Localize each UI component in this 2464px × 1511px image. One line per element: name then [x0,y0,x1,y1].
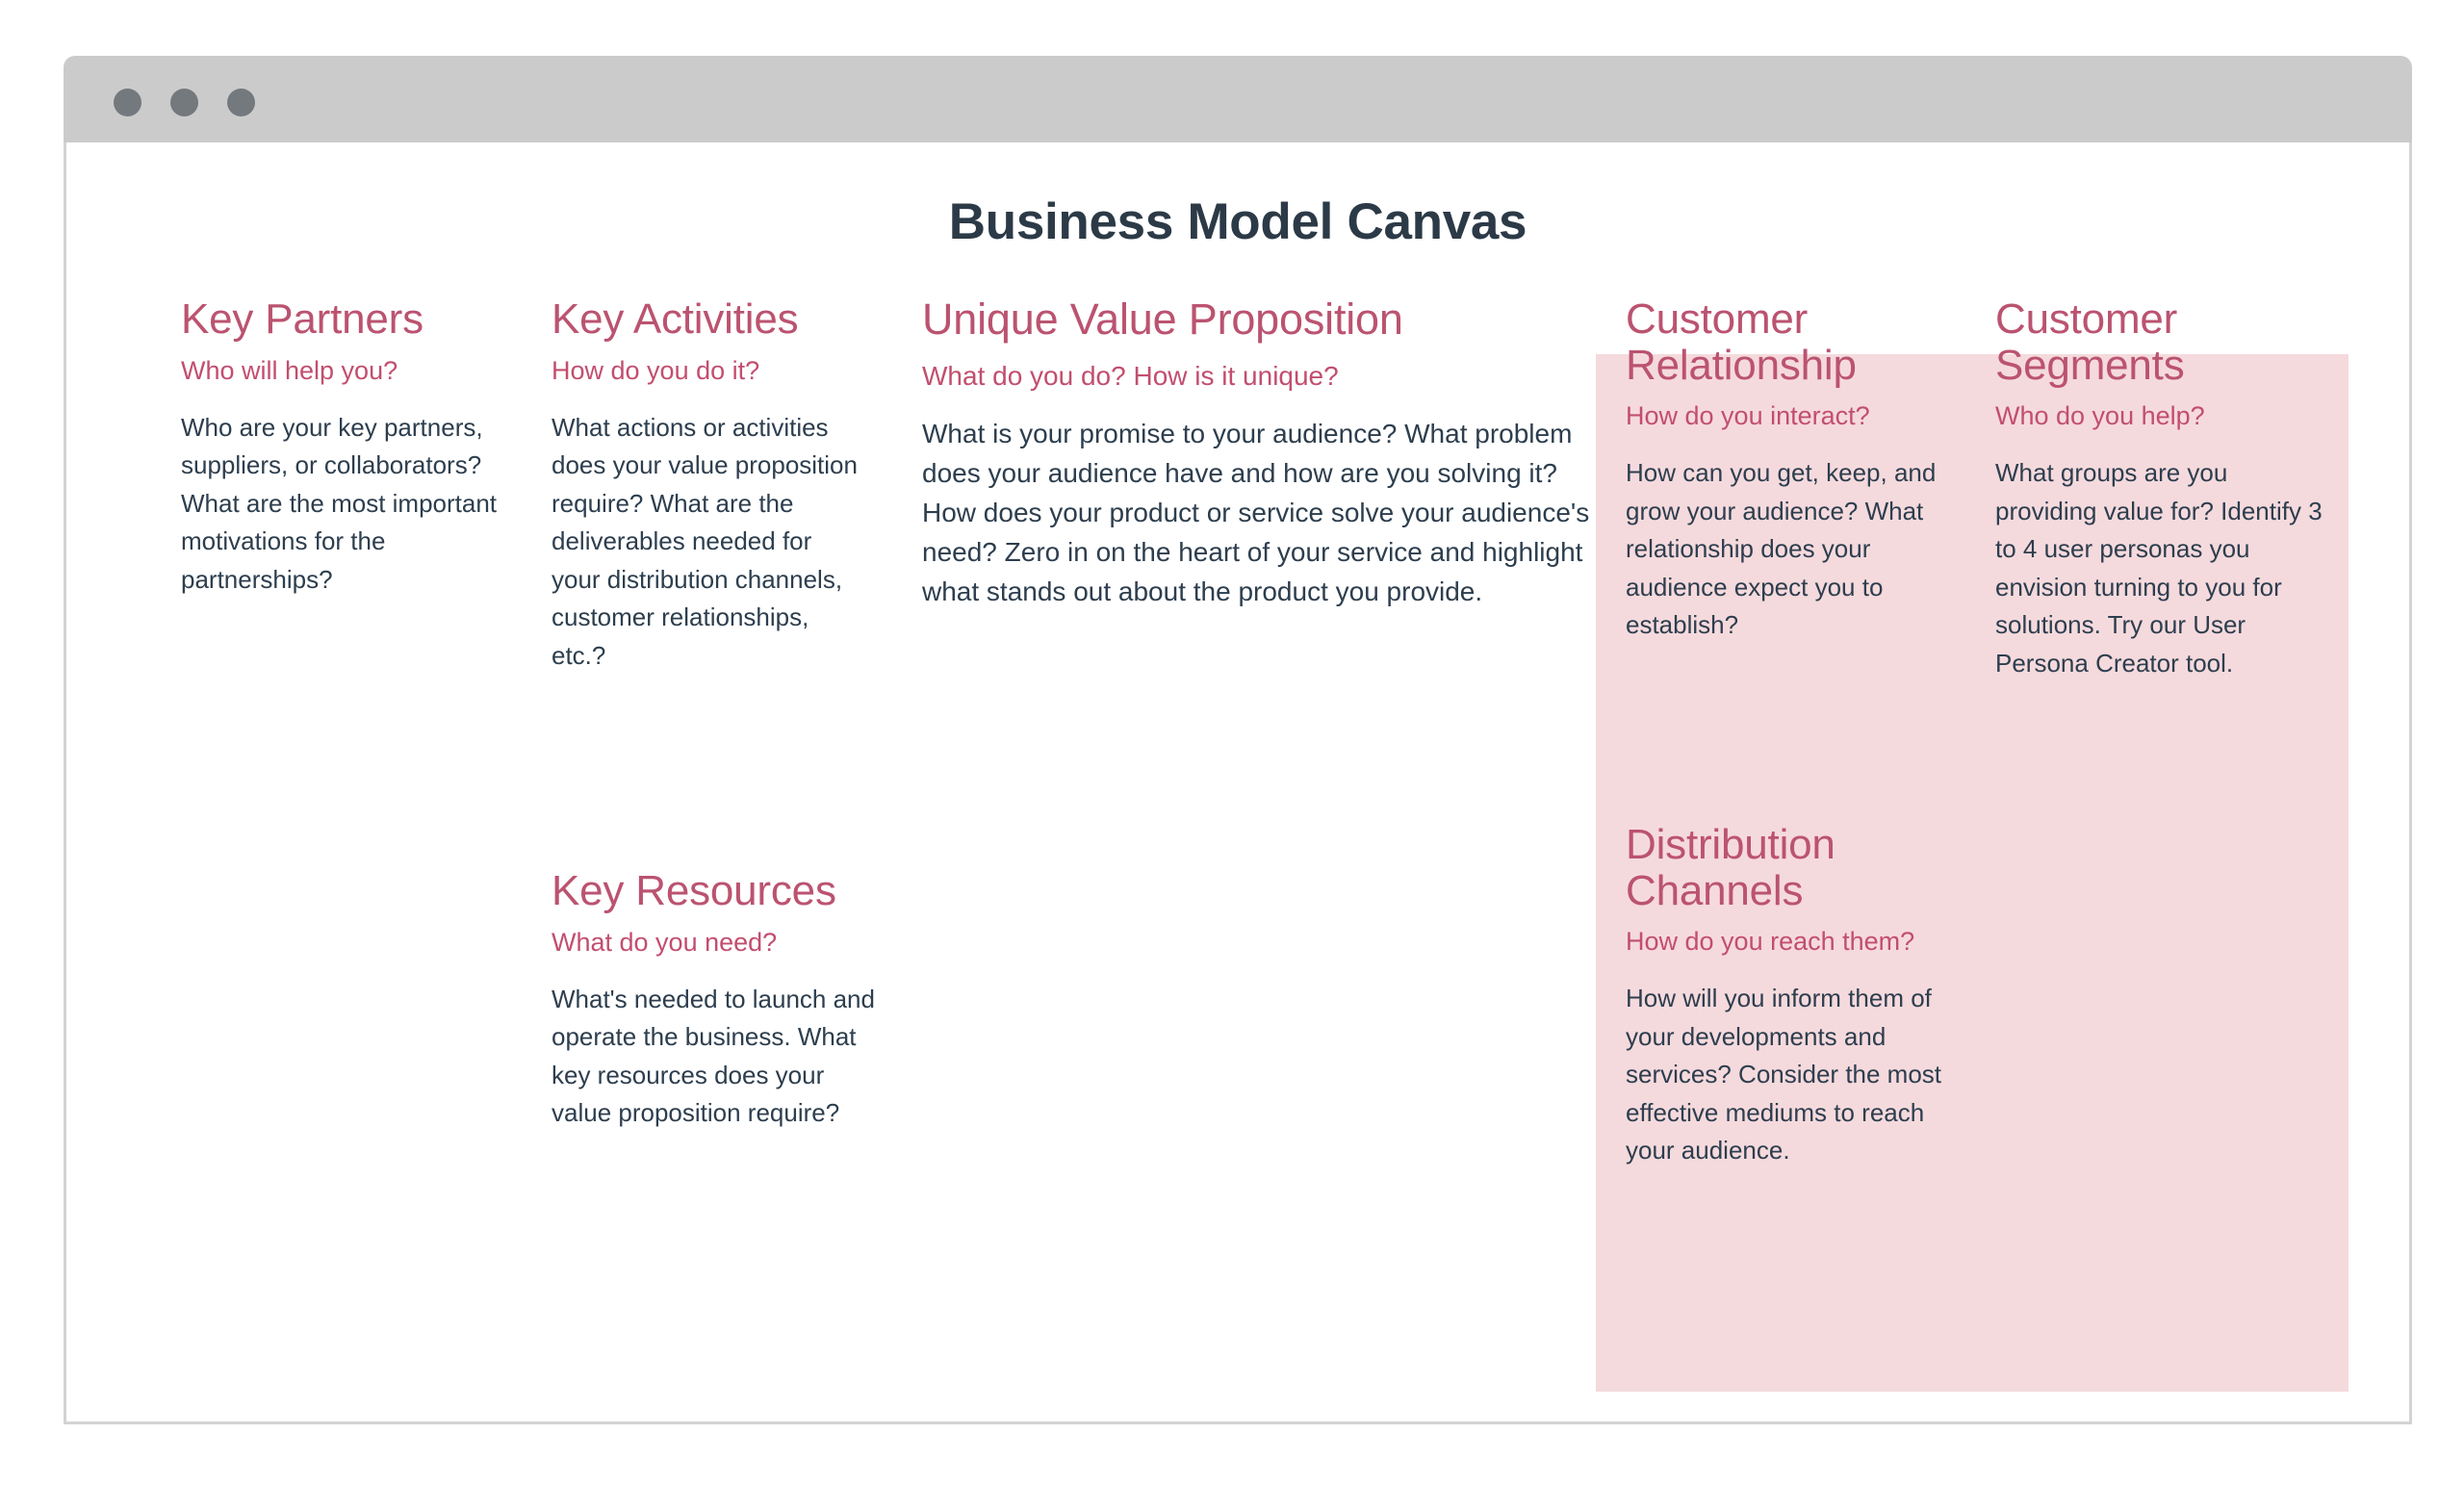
uvp-heading: Unique Value Proposition [922,295,1403,344]
key-resources-body: What's needed to launch and operate the … [552,984,875,1128]
close-dot-icon[interactable] [114,89,141,116]
distribution-channels-heading: Distribution Channels [1626,821,1835,914]
key-partners-body: Who are your key partners, suppliers, or… [181,412,498,594]
maximize-dot-icon[interactable] [227,89,255,116]
customer-segments-heading: Customer Segments [1995,295,2185,389]
customer-relationship-body: How can you get, keep, and grow your aud… [1626,458,1937,640]
customer-segments-subtitle: Who do you help? [1995,401,2205,431]
customer-segments-body: What groups are you providing value for?… [1995,458,2323,678]
distribution-channels-body: How will you inform them of your develop… [1626,984,1942,1165]
block-key-activities[interactable]: Key Activities How do you do it? What ac… [552,296,864,675]
browser-window: Business Model Canvas Key Partners Who w… [64,56,2412,1424]
block-unique-value-proposition[interactable]: Unique Value Proposition What do you do?… [922,295,1615,611]
block-customer-relationship[interactable]: Customer Relationship How do you interac… [1626,296,1958,645]
page-title: Business Model Canvas [948,193,1527,250]
key-activities-heading: Key Activities [552,295,799,343]
key-resources-subtitle: What do you need? [552,927,778,957]
window-traffic-lights [114,89,255,116]
customer-relationship-subtitle: How do you interact? [1626,401,1870,431]
canvas-viewport: Business Model Canvas Key Partners Who w… [64,142,2412,1424]
block-customer-segments[interactable]: Customer Segments Who do you help? What … [1995,296,2323,682]
block-distribution-channels[interactable]: Distribution Channels How do you reach t… [1626,822,1943,1170]
minimize-dot-icon[interactable] [170,89,198,116]
customer-relationship-heading: Customer Relationship [1626,295,1857,389]
distribution-channels-subtitle: How do you reach them? [1626,927,1915,957]
window-titlebar [64,56,2412,142]
key-partners-heading: Key Partners [181,295,424,343]
block-key-resources[interactable]: Key Resources What do you need? What's n… [552,868,879,1133]
key-activities-body: What actions or activities does your val… [552,412,858,670]
key-activities-subtitle: How do you do it? [552,355,760,385]
block-key-partners[interactable]: Key Partners Who will help you? Who are … [181,296,499,599]
uvp-body: What is your promise to your audience? W… [922,419,1590,606]
uvp-subtitle: What do you do? How is it unique? [922,360,1339,391]
customer-highlight-panel [1596,354,2348,1392]
key-resources-heading: Key Resources [552,867,836,914]
key-partners-subtitle: Who will help you? [181,355,398,385]
